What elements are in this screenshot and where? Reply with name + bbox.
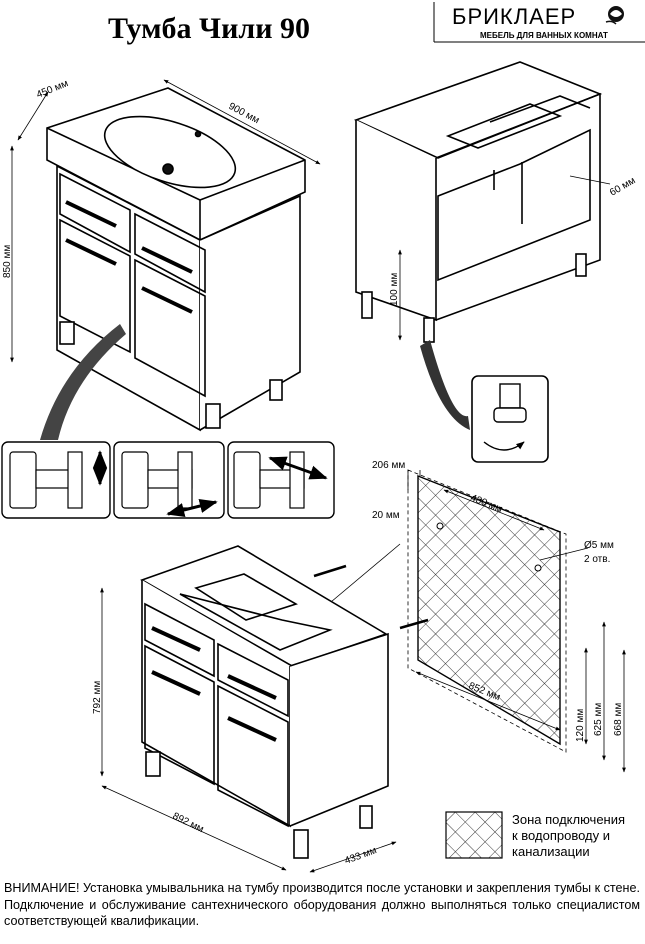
hole-count-label: 2 отв. <box>584 554 610 565</box>
adjustable-leg-icon <box>483 383 527 451</box>
legend-hatch-swatch <box>445 811 503 859</box>
leg-adjust-callout <box>420 340 549 463</box>
sink-cabinet-view <box>10 79 321 432</box>
page-title: Тумба Чили 90 <box>108 12 310 45</box>
zone-top-dimension: 668 мм <box>613 703 624 736</box>
rose-icon <box>605 6 624 25</box>
edge-offset-dimension: 206 мм <box>372 460 405 471</box>
leg-height-dimension: 100 мм <box>389 273 400 306</box>
open-cabinet-view <box>100 545 397 873</box>
brand-logo: БРИКЛАЕР МЕБЕЛЬ ДЛЯ ВАННЫХ КОМНАТ <box>433 2 645 43</box>
hole-diameter-label: Ø5 мм <box>584 540 614 551</box>
legend: Зона подключения к водопроводу и канализ… <box>445 811 625 859</box>
hinge-panel-1 <box>9 450 108 509</box>
legend-line-3: канализации <box>512 844 590 859</box>
legend-line-1: Зона подключения <box>512 812 625 827</box>
zone-hole-height-dimension: 625 мм <box>593 703 604 736</box>
height-dimension: 850 мм <box>2 245 13 278</box>
side-offset-dimension: 20 мм <box>372 510 400 521</box>
wall-screw-icon <box>313 564 429 630</box>
warning-text: ВНИМАНИЕ! Установка умывальника на тумбу… <box>4 881 640 928</box>
hinge-panel-2 <box>121 451 218 518</box>
brand-name: БРИКЛАЕР <box>452 4 576 29</box>
legend-line-2: к водопроводу и <box>512 828 610 843</box>
back-offset-dimension: 60 мм <box>608 175 638 198</box>
warning-note: ВНИМАНИЕ! Установка умывальника на тумбу… <box>4 880 640 930</box>
hinge-panel-3 <box>233 451 328 509</box>
brand-tagline: МЕБЕЛЬ ДЛЯ ВАННЫХ КОМНАТ <box>480 31 608 40</box>
zone-bottom-dimension: 120 мм <box>575 709 586 742</box>
cabinet-height-dimension: 792 мм <box>92 681 103 714</box>
cabinet-depth-dimension: 433 мм <box>343 845 378 867</box>
cabinet-width-dimension: 892 мм <box>171 811 206 836</box>
frame-view <box>353 61 611 343</box>
depth-dimension: 450 мм <box>35 78 70 101</box>
hinge-callout-arrow <box>40 324 126 440</box>
mounting-diagram <box>299 469 626 773</box>
